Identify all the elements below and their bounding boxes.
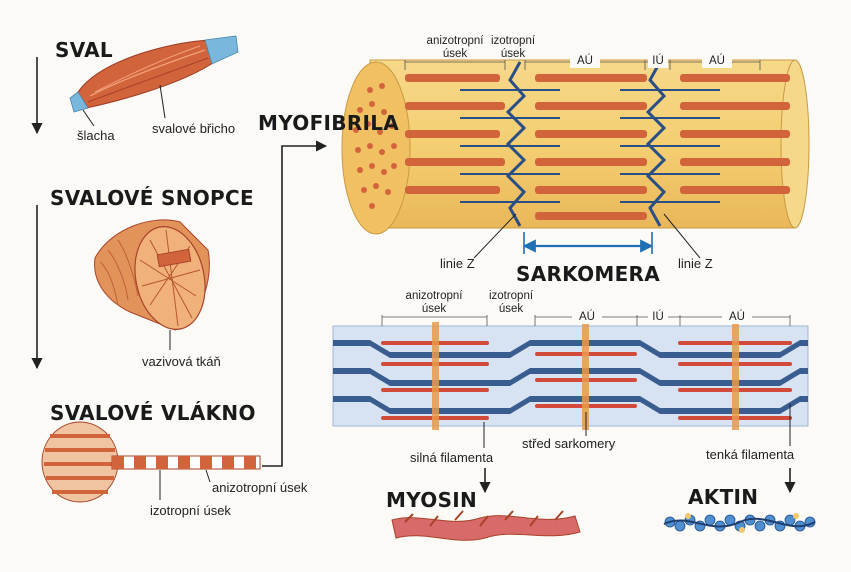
mf-band-au-1: AÚ	[570, 55, 600, 68]
label-anizotropni-usek: anizotropní úsek	[212, 480, 307, 495]
heading-myofibrila: MYOFIBRILA	[258, 111, 399, 135]
myofibril-illustration	[342, 60, 809, 258]
label-tenka-filamenta: tenká filamenta	[706, 447, 794, 462]
heading-svalove-snopce: SVALOVÉ SNOPCE	[50, 186, 254, 210]
sc-band-anizotropni-line2: úsek	[384, 303, 484, 316]
flow-arrow-3	[262, 146, 326, 466]
mf-band-izotropni-line2: úsek	[478, 48, 548, 61]
heading-aktin: AKTIN	[688, 485, 758, 509]
heading-svalove-vlakno: SVALOVÉ VLÁKNO	[50, 401, 256, 425]
fascicle-illustration	[95, 220, 214, 350]
sc-band-izotropni: izotropní úsek	[476, 290, 546, 316]
label-svalove-brisko: svalové břicho	[152, 121, 235, 136]
sc-band-anizotropni-line1: anizotropní	[384, 290, 484, 303]
sc-band-au-2: AÚ	[722, 311, 752, 324]
label-izotropni-usek: izotropní úsek	[150, 503, 231, 518]
heading-myosin: MYOSIN	[386, 488, 477, 512]
actin-illustration	[664, 513, 815, 533]
label-slacha: šlacha	[77, 128, 115, 143]
sc-band-izotropni-line2: úsek	[476, 303, 546, 316]
sc-band-anizotropni: anizotropní úsek	[384, 290, 484, 316]
myosin-illustration	[392, 511, 580, 540]
sarcomere-detail-illustration	[333, 315, 808, 448]
sc-band-iu: IÚ	[648, 311, 668, 324]
label-vazivova-tkan: vazivová tkáň	[142, 354, 221, 369]
mf-band-iu: IÚ	[648, 55, 668, 68]
sc-band-au-1: AÚ	[572, 311, 602, 324]
label-silna-filamenta: silná filamenta	[410, 450, 493, 465]
sc-band-izotropni-line1: izotropní	[476, 290, 546, 303]
heading-sarkomera: SARKOMERA	[516, 262, 660, 286]
mf-band-izotropni-line1: izotropní	[478, 35, 548, 48]
label-linie-z-left: linie Z	[440, 256, 475, 271]
label-linie-z-right: linie Z	[678, 256, 713, 271]
heading-sval: SVAL	[55, 38, 113, 62]
mf-band-au-2: AÚ	[702, 55, 732, 68]
label-stred-sarkomery: střed sarkomery	[522, 436, 615, 451]
mf-band-izotropni: izotropní úsek	[478, 35, 548, 61]
